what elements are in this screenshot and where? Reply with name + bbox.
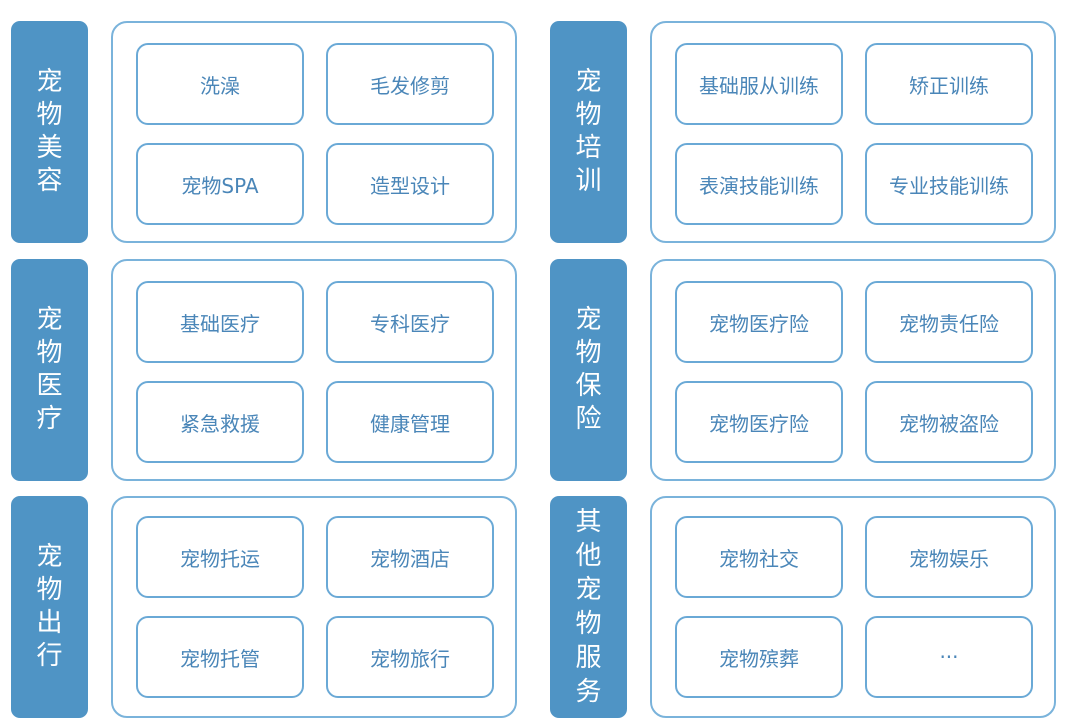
service-item: 洗澡 — [136, 43, 304, 125]
label-char: 宠 — [575, 575, 602, 605]
group-label-other: 其 他 宠 物 服 务 — [550, 496, 627, 718]
service-item: 基础服从训练 — [675, 43, 843, 125]
group-panel-travel: 宠物托运 宠物酒店 宠物托管 宠物旅行 — [111, 496, 517, 718]
group-panel-other: 宠物社交 宠物娱乐 宠物殡葬 ··· — [650, 496, 1056, 718]
group-label-training: 宠 物 培 训 — [550, 21, 627, 243]
label-char: 医 — [36, 371, 63, 401]
label-char: 宠 — [575, 305, 602, 335]
service-item: 毛发修剪 — [326, 43, 494, 125]
service-item: 宠物酒店 — [326, 516, 494, 598]
label-char: 他 — [575, 541, 602, 571]
service-item: 宠物被盗险 — [865, 381, 1033, 463]
label-char: 宠 — [36, 67, 63, 97]
service-item: 宠物责任险 — [865, 281, 1033, 363]
service-item: 宠物托运 — [136, 516, 304, 598]
service-item: 宠物医疗险 — [675, 381, 843, 463]
group-label-grooming: 宠 物 美 容 — [11, 21, 88, 243]
label-char: 宠 — [36, 305, 63, 335]
label-char: 物 — [575, 100, 602, 130]
group-label-travel: 宠 物 出 行 — [11, 496, 88, 718]
label-char: 容 — [36, 166, 63, 196]
service-item: 基础医疗 — [136, 281, 304, 363]
label-char: 物 — [575, 338, 602, 368]
label-char: 务 — [575, 677, 602, 707]
label-char: 美 — [36, 133, 63, 163]
label-char: 物 — [36, 575, 63, 605]
label-char: 物 — [575, 609, 602, 639]
label-char: 出 — [36, 608, 63, 638]
label-char: 培 — [575, 133, 602, 163]
label-char: 训 — [575, 166, 602, 196]
label-char: 宠 — [575, 67, 602, 97]
service-item: 宠物社交 — [675, 516, 843, 598]
group-panel-medical: 基础医疗 专科医疗 紧急救援 健康管理 — [111, 259, 517, 481]
service-item: 宠物娱乐 — [865, 516, 1033, 598]
service-item: 紧急救援 — [136, 381, 304, 463]
service-item: 健康管理 — [326, 381, 494, 463]
group-panel-insurance: 宠物医疗险 宠物责任险 宠物医疗险 宠物被盗险 — [650, 259, 1056, 481]
group-label-medical: 宠 物 医 疗 — [11, 259, 88, 481]
service-item: 宠物SPA — [136, 143, 304, 225]
service-item: 造型设计 — [326, 143, 494, 225]
service-item: 宠物殡葬 — [675, 616, 843, 698]
label-char: 其 — [575, 507, 602, 537]
service-item: 宠物医疗险 — [675, 281, 843, 363]
service-item: 专业技能训练 — [865, 143, 1033, 225]
label-char: 行 — [36, 641, 63, 671]
service-item: 宠物旅行 — [326, 616, 494, 698]
label-char: 疗 — [36, 404, 63, 434]
label-char: 服 — [575, 643, 602, 673]
label-char: 物 — [36, 338, 63, 368]
label-char: 宠 — [36, 542, 63, 572]
label-char: 物 — [36, 100, 63, 130]
label-char: 保 — [575, 371, 602, 401]
group-label-insurance: 宠 物 保 险 — [550, 259, 627, 481]
label-char: 险 — [575, 404, 602, 434]
group-panel-training: 基础服从训练 矫正训练 表演技能训练 专业技能训练 — [650, 21, 1056, 243]
service-item-more: ··· — [865, 616, 1033, 698]
service-item: 表演技能训练 — [675, 143, 843, 225]
service-item: 宠物托管 — [136, 616, 304, 698]
service-item: 矫正训练 — [865, 43, 1033, 125]
service-item: 专科医疗 — [326, 281, 494, 363]
group-panel-grooming: 洗澡 毛发修剪 宠物SPA 造型设计 — [111, 21, 517, 243]
